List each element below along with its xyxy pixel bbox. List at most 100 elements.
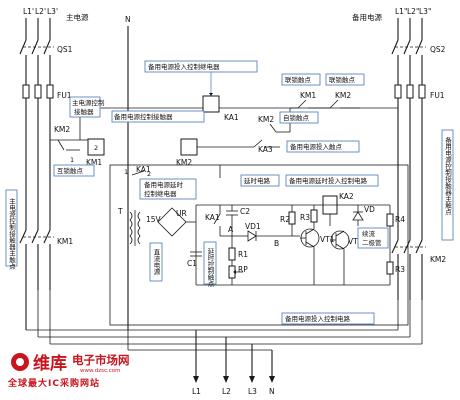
control-circuit: KA1 备用电源投入控制继电器 KM1 主电源控制 接触器 KM2 备用电源控制… xyxy=(50,60,409,326)
km2-self-label: KM2 xyxy=(258,115,274,124)
ka2-label: KA2 xyxy=(339,192,354,201)
resistor-r2: R2 xyxy=(280,205,296,236)
main-phase-l3: L3' xyxy=(47,7,58,16)
freewheel-diode-label-b: 二极管 xyxy=(362,238,382,247)
transistor-vt1: VT1 xyxy=(300,228,335,248)
diode-vd: VD xyxy=(352,205,375,226)
output-l3: L3 xyxy=(248,387,257,396)
relay-ka2-coil: KA2 xyxy=(322,192,354,226)
potentiometer-rp: RP xyxy=(228,265,248,279)
main-fuse-label: FU1 xyxy=(57,91,72,100)
interlock-contact-2-label: 联锁触点 xyxy=(329,75,356,84)
main-phase-l1: L1' xyxy=(23,7,34,16)
transformer-t: T 15V xyxy=(117,207,162,246)
voltage-label: 15V xyxy=(146,215,162,224)
main-source-title: 主电源 xyxy=(66,12,89,22)
standby-phase-l3: L3" xyxy=(419,7,431,16)
transistor-vt2: VT2 xyxy=(330,230,363,250)
diode-vd1: VD1 xyxy=(232,222,274,242)
standby-delay-relay-label-b: 控制继电器 xyxy=(144,189,177,198)
watermark-site-name: 电子市场网 xyxy=(72,353,130,367)
ka-contact-label: KA1 xyxy=(205,213,220,222)
node-b-label: B xyxy=(274,239,279,248)
ka3-label: KA3 xyxy=(258,145,273,154)
resistor-r5: R3 xyxy=(386,261,405,285)
rp-label: RP xyxy=(238,265,248,274)
resistor-r4: R4 xyxy=(386,205,405,262)
delay-circuit-label: 延时电路 xyxy=(244,176,271,185)
standby-input-circuit-label: 备用电源投入控制电路 xyxy=(285,314,351,323)
main-fuse-fu1: FU1 xyxy=(22,84,72,100)
standby-switch-label: QS2 xyxy=(430,45,446,54)
main-switch-qs1: QS1 xyxy=(19,39,73,55)
interlock-km1: KM1 KM2 xyxy=(290,91,360,109)
standby-input-ka3: KA3 xyxy=(197,139,280,154)
km2-contact-label: KM2 xyxy=(54,125,70,134)
standby-contactor-main-contact-label: 备用电源控制接触器主触点 xyxy=(444,136,452,217)
output-n: N xyxy=(269,387,275,396)
standby-contactor-km2-contacts: KM2 xyxy=(391,239,446,264)
ka-delay-contact: KA1 xyxy=(205,205,221,236)
capacitor-c1: C1 xyxy=(187,251,202,268)
resistor-r3: R3 xyxy=(300,205,318,229)
mutual-lock-contact-km2: KM2 1 2 xyxy=(54,125,98,164)
r4-label: R4 xyxy=(395,215,405,224)
standby-source-title: 备用电源 xyxy=(352,12,382,22)
ka1-label: KA1 xyxy=(224,113,239,122)
main-source: L1' L2' L3' 主电源 QS1 FU1 xyxy=(5,7,89,290)
km2-coil-label: KM2 xyxy=(176,158,192,167)
main-phase-l2: L2' xyxy=(35,7,46,16)
delay-control-contact-label: 延时控制触点 xyxy=(206,247,214,288)
main-switch-label: QS1 xyxy=(57,45,73,54)
main-contactor-label: KM1 xyxy=(57,237,73,246)
main-control-contactor-label-a: 主电源控制 xyxy=(72,98,105,107)
output-l1: L1 xyxy=(192,387,201,396)
node-a-label: A xyxy=(228,225,234,234)
standby-delay-relay-label-a: 备用电源延时 xyxy=(144,180,184,189)
watermark-slogan: 全球最大IC采购网站 xyxy=(7,377,100,389)
resistor-r1: R1 xyxy=(228,247,248,261)
standby-control-contactor-label: 备用电源控制接触器 xyxy=(114,112,173,121)
standby-input-relay-label: 备用电源投入控制继电器 xyxy=(148,62,220,71)
standby-input-contact-label: 备用电源投入触点 xyxy=(290,142,343,151)
c2-label: C2 xyxy=(240,207,250,216)
standby-switch-qs2: QS2 xyxy=(391,39,446,55)
standby-delay-input-circuit-label: 备用电源延时投入控制电路 xyxy=(289,176,368,185)
bridge-rectifier-ur: UR xyxy=(157,207,196,237)
self-lock-contact-label: 自锁触点 xyxy=(283,113,310,122)
pin-2-b: 2 xyxy=(147,170,151,178)
dc-power-label: 直流电源 xyxy=(152,248,160,276)
standby-phase-l2: L2" xyxy=(407,7,419,16)
output-l2: L2 xyxy=(222,387,231,396)
relay-ka1-coil: KA1 xyxy=(202,95,239,122)
watermark-brand: 维库 xyxy=(33,353,67,374)
neutral-label-top: N xyxy=(125,15,131,24)
main-contactor-km1-contacts: KM1 xyxy=(19,229,73,246)
standby-fuse-fu1: FU1 xyxy=(394,84,445,100)
vd-label: VD xyxy=(364,205,375,214)
pin-1-b: 1 xyxy=(124,168,128,176)
ka1-switch: KA1 1 2 xyxy=(124,165,151,178)
r2-label: R2 xyxy=(280,215,290,224)
mutual-lock-contact-label: 互锁触点 xyxy=(57,166,84,175)
contactor-km1-coil: KM1 xyxy=(86,138,105,167)
vt1-label: VT1 xyxy=(320,235,335,244)
watermark-url: www.dzsc.com xyxy=(80,368,121,374)
km2-near-right-label: KM2 xyxy=(335,91,351,100)
freewheel-diode-label-a: 续流 xyxy=(362,229,376,238)
vd1-label: VD1 xyxy=(245,222,261,231)
vt2-label: VT2 xyxy=(348,237,363,246)
main-control-contactor-label-b: 接触器 xyxy=(74,107,94,116)
r5-label: R3 xyxy=(395,265,405,274)
r1-label: R1 xyxy=(238,250,248,259)
r3-label: R3 xyxy=(300,213,310,222)
watermark-logo-icon xyxy=(11,353,29,371)
bridge-label: UR xyxy=(176,209,187,218)
km1-contact-label: KM1 xyxy=(300,91,316,100)
standby-contactor-label: KM2 xyxy=(430,255,446,264)
standby-fuse-label: FU1 xyxy=(430,91,445,100)
main-contactor-main-contact-label: 主电源控制接触器主触点 xyxy=(8,197,16,271)
contactor-km2-coil: KM2 xyxy=(176,138,198,167)
transformer-label: T xyxy=(117,207,123,216)
